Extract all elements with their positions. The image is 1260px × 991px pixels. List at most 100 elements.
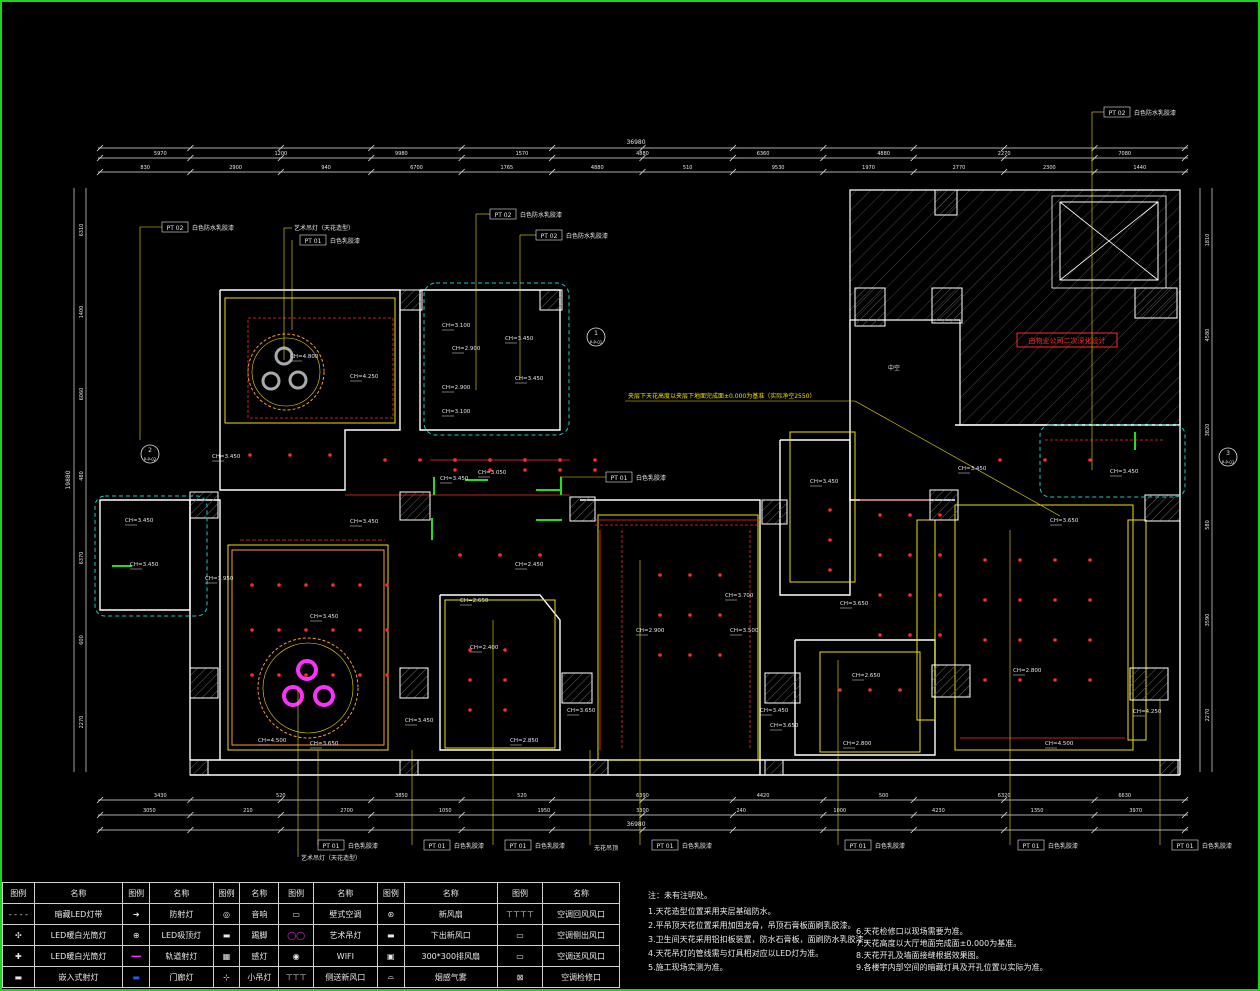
dim-tick bbox=[1000, 168, 1008, 176]
downlight bbox=[688, 573, 692, 577]
downlight bbox=[1088, 678, 1092, 682]
pendant-icon: ⊹ bbox=[212, 966, 241, 988]
bottom-dim-text: 6390 bbox=[636, 793, 649, 799]
column bbox=[1129, 667, 1169, 701]
dim-tick bbox=[729, 168, 737, 176]
dim-tick bbox=[548, 154, 556, 162]
top-dim-text: 2900 bbox=[229, 165, 242, 171]
svg-text:2: 2 bbox=[148, 447, 152, 454]
recessed-spot-icon: ▬ bbox=[2, 966, 35, 988]
callout-c3: PT 02 白色防水乳胶漆 bbox=[475, 208, 562, 390]
bottom-dim-text: 4420 bbox=[757, 793, 770, 799]
downlight bbox=[1088, 638, 1092, 642]
right-dim-text: 3590 bbox=[1205, 614, 1211, 627]
legend-cell: 音响 bbox=[239, 903, 280, 925]
skirting-icon: ▬ bbox=[212, 924, 241, 946]
downlight bbox=[503, 678, 507, 682]
svg-text:PT 01: PT 01 bbox=[611, 475, 628, 482]
legend-cell: 侧送新风口 bbox=[312, 966, 379, 988]
right-dim-text: 4580 bbox=[1205, 329, 1211, 342]
downlight bbox=[538, 553, 542, 557]
svg-text:白色乳胶漆: 白色乳胶漆 bbox=[330, 237, 360, 245]
ch-label: CH=2.650 bbox=[460, 598, 489, 604]
downlight bbox=[983, 638, 987, 642]
callout-b6: PT 01 白色乳胶漆 bbox=[1017, 839, 1078, 851]
downlight bbox=[418, 458, 422, 462]
track-light-icon: ━━ bbox=[122, 945, 150, 967]
downlight bbox=[938, 513, 942, 517]
ch-label: CH=3.100 bbox=[442, 323, 471, 329]
svg-text:PT 01: PT 01 bbox=[657, 843, 674, 850]
legend-h: 图例 bbox=[2, 882, 35, 904]
note-item: 9.各楼宇内部空间的暗藏灯具及开孔位置以实际为准。 bbox=[856, 963, 1048, 972]
downlight bbox=[468, 678, 472, 682]
down-vent-icon: ▬ bbox=[377, 924, 405, 946]
dim-tick bbox=[367, 811, 375, 819]
bottom-callouts bbox=[297, 530, 1161, 857]
section-mark-1: 1 P-P-01 bbox=[586, 327, 606, 347]
bottom-dim-text: 3300 bbox=[636, 808, 649, 814]
svg-text:白色乳胶漆: 白色乳胶漆 bbox=[682, 842, 712, 850]
dim-tick bbox=[910, 826, 918, 834]
art-chandelier-icon: ◯◯ bbox=[278, 924, 314, 946]
legend-h: 名称 bbox=[312, 882, 379, 904]
speaker-icon: ◎ bbox=[212, 903, 241, 925]
column bbox=[1159, 759, 1179, 776]
svg-text:白色防水乳胶漆: 白色防水乳胶漆 bbox=[1134, 109, 1176, 117]
downlight bbox=[658, 573, 662, 577]
column bbox=[189, 667, 219, 699]
column bbox=[561, 672, 593, 704]
downlight bbox=[838, 688, 842, 692]
downlight bbox=[1088, 558, 1092, 562]
dim-tick bbox=[729, 811, 737, 819]
downlight bbox=[908, 593, 912, 597]
top-dim-text: 9980 bbox=[395, 151, 408, 157]
svg-text:PT 01: PT 01 bbox=[850, 843, 867, 850]
legend-row: ✚LED暖白光筒灯 ━━轨道射灯 ▦感灯 ◉WIFI ▣300*300排风扇 ▭… bbox=[2, 945, 620, 967]
downlight bbox=[523, 458, 527, 462]
dim-tick bbox=[1181, 811, 1189, 819]
downlight bbox=[558, 468, 562, 472]
downlight bbox=[523, 468, 527, 472]
svg-text:PT 01: PT 01 bbox=[1177, 843, 1194, 850]
downlight bbox=[828, 508, 832, 512]
callout-art1: 艺术吊灯（天花造型） bbox=[283, 224, 354, 360]
bottom-dim-text: 6320 bbox=[998, 793, 1011, 799]
callout-c1: PT 02 白色防水乳胶漆 bbox=[139, 221, 234, 440]
dim-tick bbox=[187, 811, 194, 819]
downlight bbox=[983, 558, 987, 562]
note-item: 4.天花吊灯的管线需与灯具相对应以LED灯为准。 bbox=[648, 949, 824, 958]
ch-label: CH=2.900 bbox=[442, 385, 471, 391]
svg-text:夹层下天花高度以夹层下地面完成面±0.000为基准（实际净空: 夹层下天花高度以夹层下地面完成面±0.000为基准（实际净空2550） bbox=[628, 392, 815, 400]
ceiling-height-labels: CH=3.450CH=3.450CH=4.250CH=4.800CH=2.900… bbox=[125, 323, 1162, 749]
left-dim-text: 6310 bbox=[79, 224, 85, 237]
bottom-dim-text: 2700 bbox=[340, 808, 353, 814]
dim-tick bbox=[1091, 154, 1098, 162]
dim-tick bbox=[1000, 154, 1008, 162]
section-mark-3: 3 P-P-03 bbox=[1218, 447, 1238, 467]
downlight bbox=[938, 553, 942, 557]
ch-label: CH=4.500 bbox=[1045, 741, 1074, 747]
svg-text:白色防水乳胶漆: 白色防水乳胶漆 bbox=[192, 224, 234, 232]
dim-tick bbox=[639, 144, 646, 152]
mezzanine-area bbox=[849, 189, 1181, 426]
wifi-icon: ◉ bbox=[278, 945, 314, 967]
column bbox=[399, 759, 419, 776]
top-dim-text: 1440 bbox=[1133, 165, 1146, 171]
height-note: 夹层下天花高度以夹层下地面完成面±0.000为基准（实际净空2550） bbox=[625, 392, 1061, 517]
svg-text:PT 01: PT 01 bbox=[323, 843, 340, 850]
column bbox=[854, 287, 886, 327]
side-fresh-vent-icon: ⊤⊤⊤ bbox=[278, 966, 314, 988]
legend-cell: 嵌入式射灯 bbox=[33, 966, 124, 988]
chandelier-lower bbox=[257, 637, 359, 739]
callout-b5: PT 01 白色乳胶漆 bbox=[844, 839, 905, 851]
dim-tick bbox=[367, 826, 375, 834]
dimension-ticks bbox=[96, 144, 1189, 834]
ch-label: CH=2.900 bbox=[452, 346, 481, 352]
legend-cell: LED暖白光筒灯 bbox=[33, 924, 124, 946]
legend-cell: 空调侧出风口 bbox=[542, 924, 620, 946]
downlight bbox=[983, 678, 987, 682]
svg-text:白色乳胶漆: 白色乳胶漆 bbox=[454, 842, 484, 850]
callout-b4: PT 01 白色乳胶漆 bbox=[651, 839, 712, 851]
left-dim-text: 1400 bbox=[79, 306, 85, 319]
